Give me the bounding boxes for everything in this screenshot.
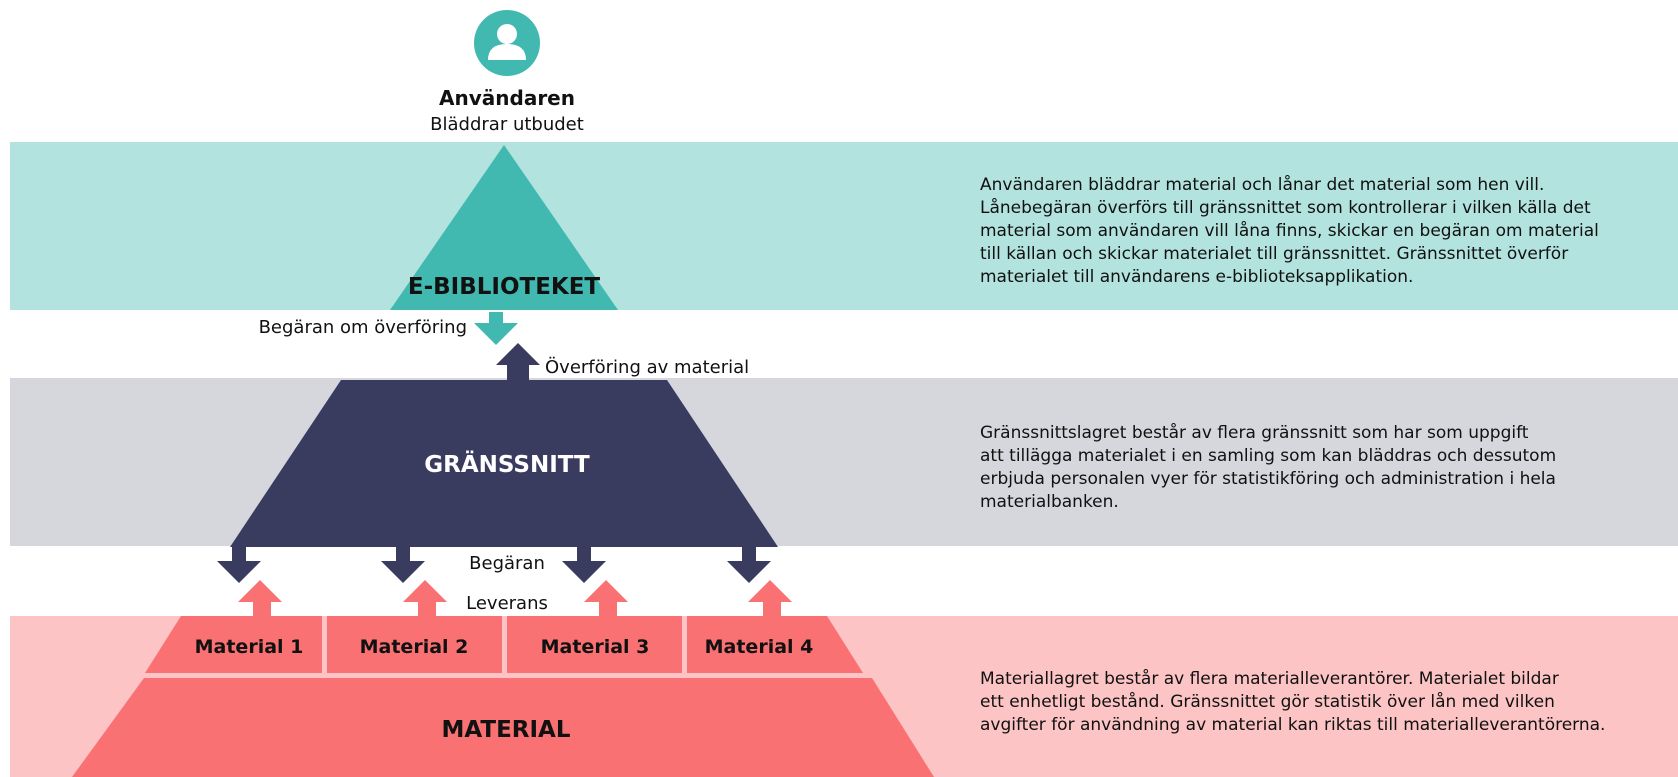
material-description-line: Materiallagret består av flera materiall… [980, 669, 1559, 689]
transfer-request-label: Begäran om överföring [259, 317, 467, 338]
request-arrow-4 [727, 547, 771, 583]
interface-description-line: erbjuda personalen vyer för statistikför… [980, 469, 1556, 489]
interface-description-line: att tillägga materialet i en samling som… [980, 446, 1557, 466]
library-description-line: materialet till användarens e-biblioteks… [980, 267, 1414, 287]
interface-description: Gränssnittslagret består av flera gränss… [980, 422, 1640, 514]
material-label: MATERIAL [441, 717, 570, 743]
request-arrows [217, 547, 771, 583]
interface-description-line: materialbanken. [980, 492, 1119, 512]
material-block-1 [145, 616, 322, 673]
material-block-2 [327, 616, 502, 673]
material-description-line: ett enhetligt bestånd. Gränssnittet gör … [980, 692, 1555, 712]
material-item-3: Material 3 [541, 636, 650, 658]
request-arrow-1 [217, 547, 261, 583]
material-description: Materiallagret består av flera materiall… [980, 668, 1640, 737]
material-item-4: Material 4 [705, 636, 814, 658]
library-description: Användaren bläddrar material och lånar d… [980, 174, 1640, 289]
interface-trapezoid [230, 380, 778, 547]
library-description-line: till källan och skickar materialet till … [980, 244, 1569, 264]
library-description-line: Lånebegäran överförs till gränssnittet s… [980, 198, 1591, 218]
delivery-arrow-1 [238, 580, 282, 616]
interface-description-line: Gränssnittslagret består av flera gränss… [980, 423, 1529, 443]
material-transfer-arrow [496, 343, 540, 380]
material-item-2: Material 2 [360, 636, 469, 658]
user-avatar-icon [474, 10, 540, 76]
delivery-arrow-3 [584, 580, 628, 616]
material-description-line: avgifter för användning av material kan … [980, 715, 1606, 735]
delivery-arrow-2 [403, 580, 447, 616]
library-description-line: material som användaren vill låna finns,… [980, 221, 1599, 241]
request-label: Begäran [469, 553, 545, 574]
library-label: E-BIBLIOTEKET [408, 274, 601, 300]
material-base-trapezoid [72, 678, 934, 777]
request-arrow-2 [381, 547, 425, 583]
transfer-request-arrow [474, 312, 518, 345]
delivery-arrow-4 [748, 580, 792, 616]
library-layer-band [10, 142, 1678, 310]
library-description-line: Användaren bläddrar material och lånar d… [980, 175, 1545, 195]
delivery-arrows [238, 580, 792, 616]
material-block-3 [507, 616, 682, 673]
material-item-1: Material 1 [195, 636, 304, 658]
material-block-4 [687, 616, 863, 673]
delivery-label: Leverans [466, 593, 548, 614]
interface-label: GRÄNSSNITT [424, 450, 590, 478]
material-transfer-label: Överföring av material [545, 356, 749, 378]
library-triangle [390, 145, 618, 310]
user-subtitle: Bläddrar utbudet [430, 114, 584, 135]
user-title: Användaren [439, 86, 575, 110]
request-arrow-3 [562, 547, 606, 583]
